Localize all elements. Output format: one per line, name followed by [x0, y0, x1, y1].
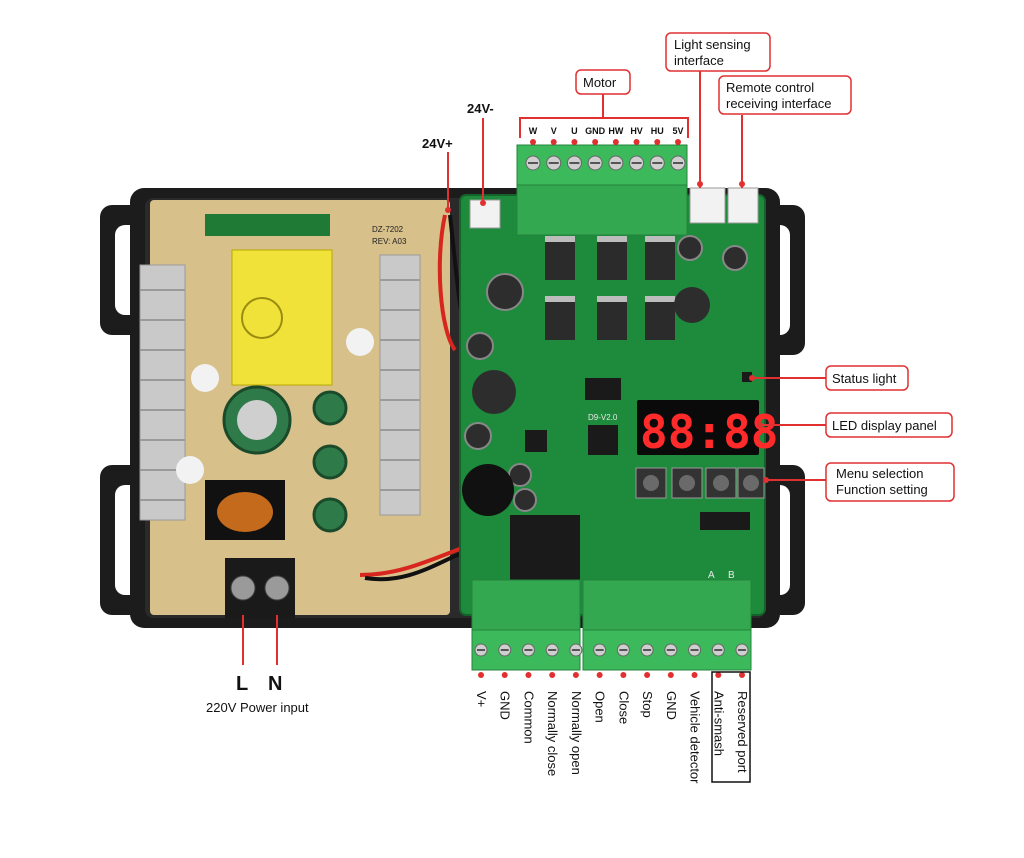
bottom-pin-dot [549, 672, 556, 678]
bottom-pin-dot [501, 672, 508, 678]
bottom-pin-dots [478, 672, 745, 678]
bottom-pin-dot [715, 672, 722, 678]
motor-pin-label: HW [608, 126, 623, 136]
motor-pin-dot [571, 139, 578, 145]
menu-buttons [635, 467, 765, 499]
bottom-terminal-screws [474, 643, 749, 657]
light-sensing-label-line1: Light sensing [674, 37, 751, 52]
motor-pin-dot [550, 139, 557, 145]
remote-control-label-line1: Remote control [726, 80, 814, 95]
motor-pin-dot [654, 139, 661, 145]
light-sensing-label-line2: interface [674, 53, 724, 68]
bottom-pin-label: GND [664, 691, 679, 720]
motor-pin-dot [675, 139, 681, 145]
v24-minus-label: 24V- [467, 101, 494, 116]
motor-pin-dot [592, 139, 599, 145]
motor-pin-label: HU [651, 126, 664, 136]
motor-pin-label: GND [585, 126, 606, 136]
bottom-pin-label: GND [498, 691, 513, 720]
power-n-label: N [268, 673, 282, 695]
menu-selection-label-line2: Function setting [836, 482, 928, 497]
motor-pin-dot [612, 139, 619, 145]
motor-pin-label: U [571, 126, 578, 136]
motor-pin-label: V [551, 126, 557, 136]
power-input-label: 220V Power input [206, 700, 309, 715]
status-light-label: Status light [832, 371, 897, 386]
light-sensing-connector [689, 187, 726, 224]
bottom-pin-label: Anti-smash [711, 691, 726, 756]
board-rev-text: REV: A03 [372, 237, 407, 246]
led-display-digits: 88:88 [640, 405, 778, 459]
motor-pin-label: 5V [672, 126, 683, 136]
callout-lines [242, 70, 826, 665]
led-display-label: LED display panel [832, 418, 937, 433]
bottom-pin-labels: V+ GND Common Normally close Normally open Op… [474, 691, 750, 784]
bottom-pin-label: Close [616, 691, 631, 724]
power-l-label: L [236, 673, 248, 695]
bottom-pin-label: Normally open [569, 691, 584, 775]
bottom-pin-dot [572, 672, 579, 678]
motor-terminal-block [516, 144, 688, 236]
board-version-text: D9-V2.0 [588, 413, 618, 422]
motor-terminal-screws [525, 155, 686, 171]
bottom-pin-label: Reserved port [735, 691, 750, 773]
bottom-pin-label: Stop [640, 691, 655, 718]
bottom-pin-dot [644, 672, 651, 678]
bottom-pin-label: Open [593, 691, 608, 723]
bottom-pin-dot [478, 672, 484, 678]
v24-plus-label: 24V+ [422, 136, 453, 151]
bottom-pin-label: Common [521, 691, 536, 744]
remote-connector [727, 187, 759, 224]
bottom-pin-dot [691, 672, 698, 678]
motor-label: Motor [583, 75, 617, 90]
board-label-b: B [728, 570, 735, 581]
bottom-pin-label: V+ [474, 691, 489, 707]
motor-pin-dot [530, 139, 536, 145]
motor-pin-label: HV [630, 126, 643, 136]
bottom-pin-dot [667, 672, 674, 678]
motor-pin-label: W [529, 126, 538, 136]
reserved-port-box [711, 671, 751, 783]
control-board: D9-V2.0 88:88 A B [459, 194, 778, 616]
bottom-pin-dot [525, 672, 532, 678]
bottom-pin-label: Vehicle detector [688, 691, 703, 784]
bottom-terminal-blocks [471, 579, 752, 671]
callout-dots [445, 181, 769, 483]
motor-pin-dot [633, 139, 640, 145]
board-model-text: DZ-7202 [372, 225, 404, 234]
board-label-a: A [708, 570, 715, 581]
bottom-pin-dot [739, 672, 745, 678]
remote-control-label-line2: receiving interface [726, 96, 832, 111]
motor-pin-dots [530, 139, 681, 145]
power-board: DZ-7202 REV: A03 [139, 200, 471, 618]
menu-selection-label-line1: Menu selection [836, 466, 923, 481]
bottom-pin-label: Normally close [545, 691, 560, 776]
bottom-pin-dot [620, 672, 627, 678]
bottom-pin-dot [596, 672, 603, 678]
